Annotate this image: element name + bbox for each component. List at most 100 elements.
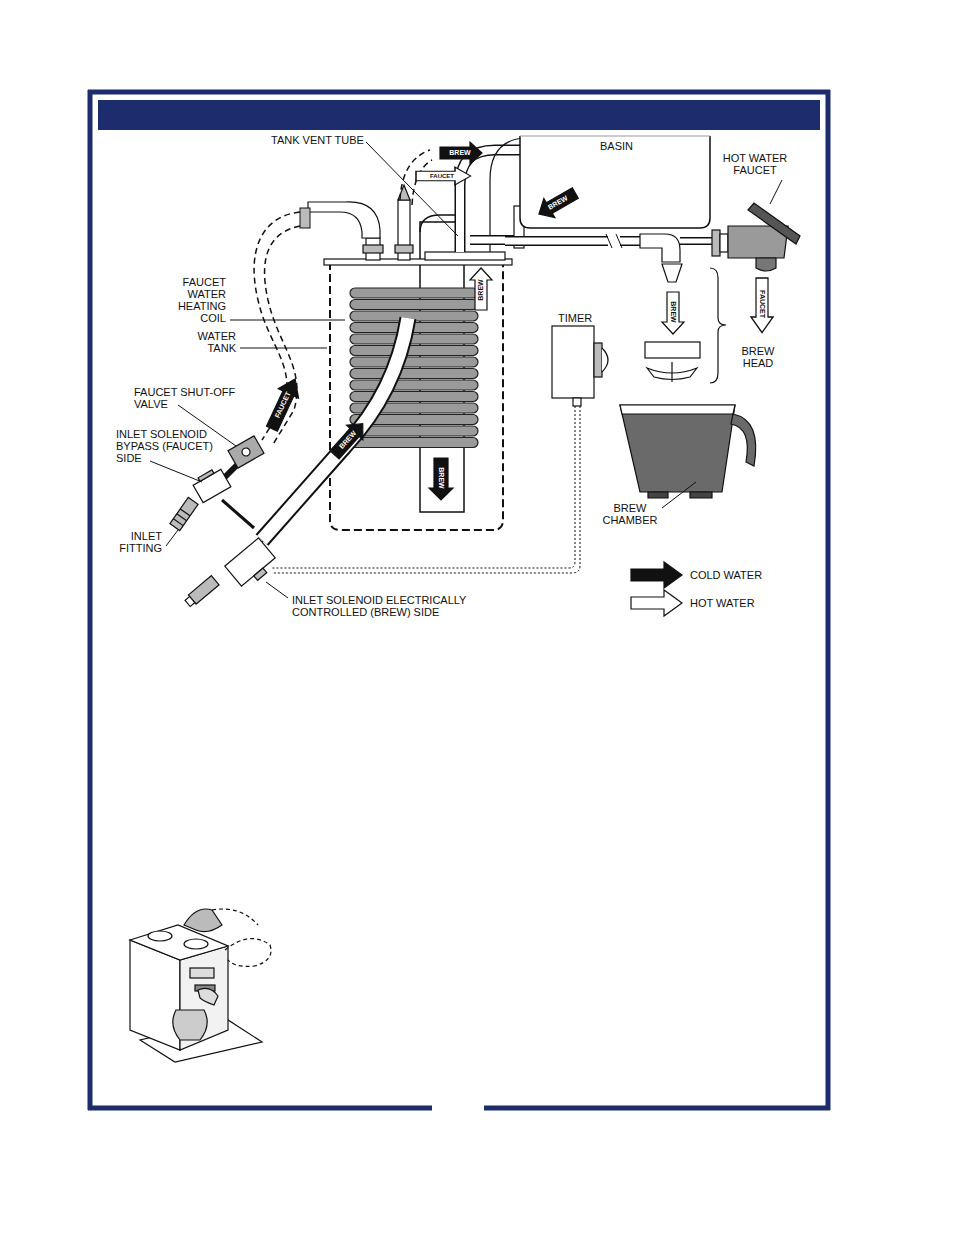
brew-chamber <box>620 405 735 414</box>
flow-arrows <box>533 183 580 223</box>
timer <box>573 398 581 406</box>
callout-label: TANK VENT TUBE <box>271 134 364 146</box>
basin <box>520 136 710 228</box>
flow-arrows <box>470 268 492 310</box>
flow-arrow-label: BREW <box>437 467 445 488</box>
flow-arrows <box>662 292 684 334</box>
inlet-assembly <box>185 597 195 607</box>
flow-arrows <box>429 458 453 500</box>
tank-fittings <box>425 252 505 260</box>
flow-arrows <box>440 142 482 164</box>
brew-line <box>640 234 680 262</box>
page-frame <box>88 90 93 1110</box>
tank-fittings <box>363 185 505 260</box>
water-tank <box>330 262 503 530</box>
flow-arrow-label: FAUCET <box>430 172 454 180</box>
brew-tube <box>262 318 408 540</box>
flow-arrow-label: BREW <box>477 279 485 300</box>
brew-line <box>680 237 712 245</box>
heating-coil <box>350 369 478 379</box>
inlet-assembly <box>225 538 275 586</box>
inlet-assembly <box>170 497 198 530</box>
legend-samples <box>631 590 682 616</box>
timer <box>272 326 608 573</box>
flow-arrows <box>326 416 370 462</box>
inlet-assembly <box>191 466 231 503</box>
leader-lines <box>166 530 178 546</box>
coffee-maker-sketch <box>184 939 208 949</box>
callout-label: BREW CHAMBER <box>598 502 662 526</box>
inlet-assembly <box>222 500 254 528</box>
inlet-assembly <box>228 436 264 468</box>
inlet-assembly <box>184 576 219 608</box>
flow-arrows <box>533 183 580 223</box>
brew-head <box>671 362 672 382</box>
brew-line <box>680 239 712 244</box>
faucet-line <box>300 208 310 228</box>
heating-coil <box>350 300 478 310</box>
leader-lines <box>240 348 327 349</box>
flow-arrow-label: BREW <box>338 429 358 450</box>
flow-arrows <box>326 416 370 462</box>
flow-arrows <box>429 458 453 500</box>
part-label: TIMER <box>558 312 592 324</box>
inlet-assembly <box>198 470 214 481</box>
coffee-maker-sketch <box>130 909 271 1062</box>
leader-lines <box>266 582 288 598</box>
inlet-assembly <box>170 497 198 530</box>
coffee-maker-sketch <box>184 909 222 932</box>
faucet-line <box>265 226 300 446</box>
leader-lines <box>662 482 696 508</box>
inlet-assembly <box>193 469 231 502</box>
coffee-maker-sketch <box>198 988 218 1005</box>
tank-fittings <box>395 245 413 253</box>
hot-water-faucet <box>748 203 800 244</box>
flow-arrows <box>440 142 482 164</box>
page-frame <box>484 1106 830 1111</box>
flow-arrow-label: FAUCET <box>273 391 292 420</box>
flow-arrows <box>751 278 773 333</box>
brew-head <box>710 268 726 383</box>
heating-coil <box>350 357 478 367</box>
heating-coil <box>350 380 478 390</box>
coffee-maker-sketch <box>225 939 271 967</box>
brew-tube <box>262 318 408 540</box>
page-frame <box>826 90 831 1110</box>
brew-line <box>505 236 652 246</box>
hot-water-faucet <box>712 230 720 256</box>
callout-label: HOT WATER FAUCET <box>716 152 794 176</box>
page-frame <box>88 90 830 95</box>
heating-coil <box>350 392 478 402</box>
legend-samples <box>631 562 682 616</box>
inlet-assembly <box>170 436 279 608</box>
coffee-maker-sketch <box>190 968 214 978</box>
hot-water-faucet <box>756 258 776 271</box>
brew-chamber <box>620 405 756 498</box>
page-frame <box>88 90 830 1110</box>
inlet-assembly <box>225 538 279 591</box>
leader-lines <box>230 320 345 321</box>
flow-arrows <box>262 142 773 500</box>
flow-arrows <box>416 167 471 185</box>
flow-arrows <box>751 278 773 333</box>
inlet-assembly <box>173 519 183 526</box>
vent-tube <box>412 160 432 205</box>
heating-coil <box>350 346 478 356</box>
flow-arrow-label: BREW <box>449 149 470 157</box>
flow-arrow-label: FAUCET <box>758 290 766 318</box>
heating-coil <box>350 334 478 344</box>
callout-label: WATER TANK <box>189 330 236 354</box>
timer <box>602 348 608 372</box>
brew-chamber <box>731 414 756 466</box>
heating-coil <box>350 288 478 298</box>
coffee-maker-sketch <box>212 909 258 925</box>
brew-head <box>645 268 726 383</box>
brew-line <box>505 234 712 282</box>
timer <box>594 343 602 377</box>
callout-label: INLET SOLENOID ELECTRICALLY CONTROLLED (… <box>292 594 536 618</box>
basin-rim <box>520 136 710 137</box>
leader-lines <box>150 461 202 482</box>
flow-arrow-label: BREW <box>547 194 570 212</box>
legend-text: COLD WATER <box>690 569 762 581</box>
